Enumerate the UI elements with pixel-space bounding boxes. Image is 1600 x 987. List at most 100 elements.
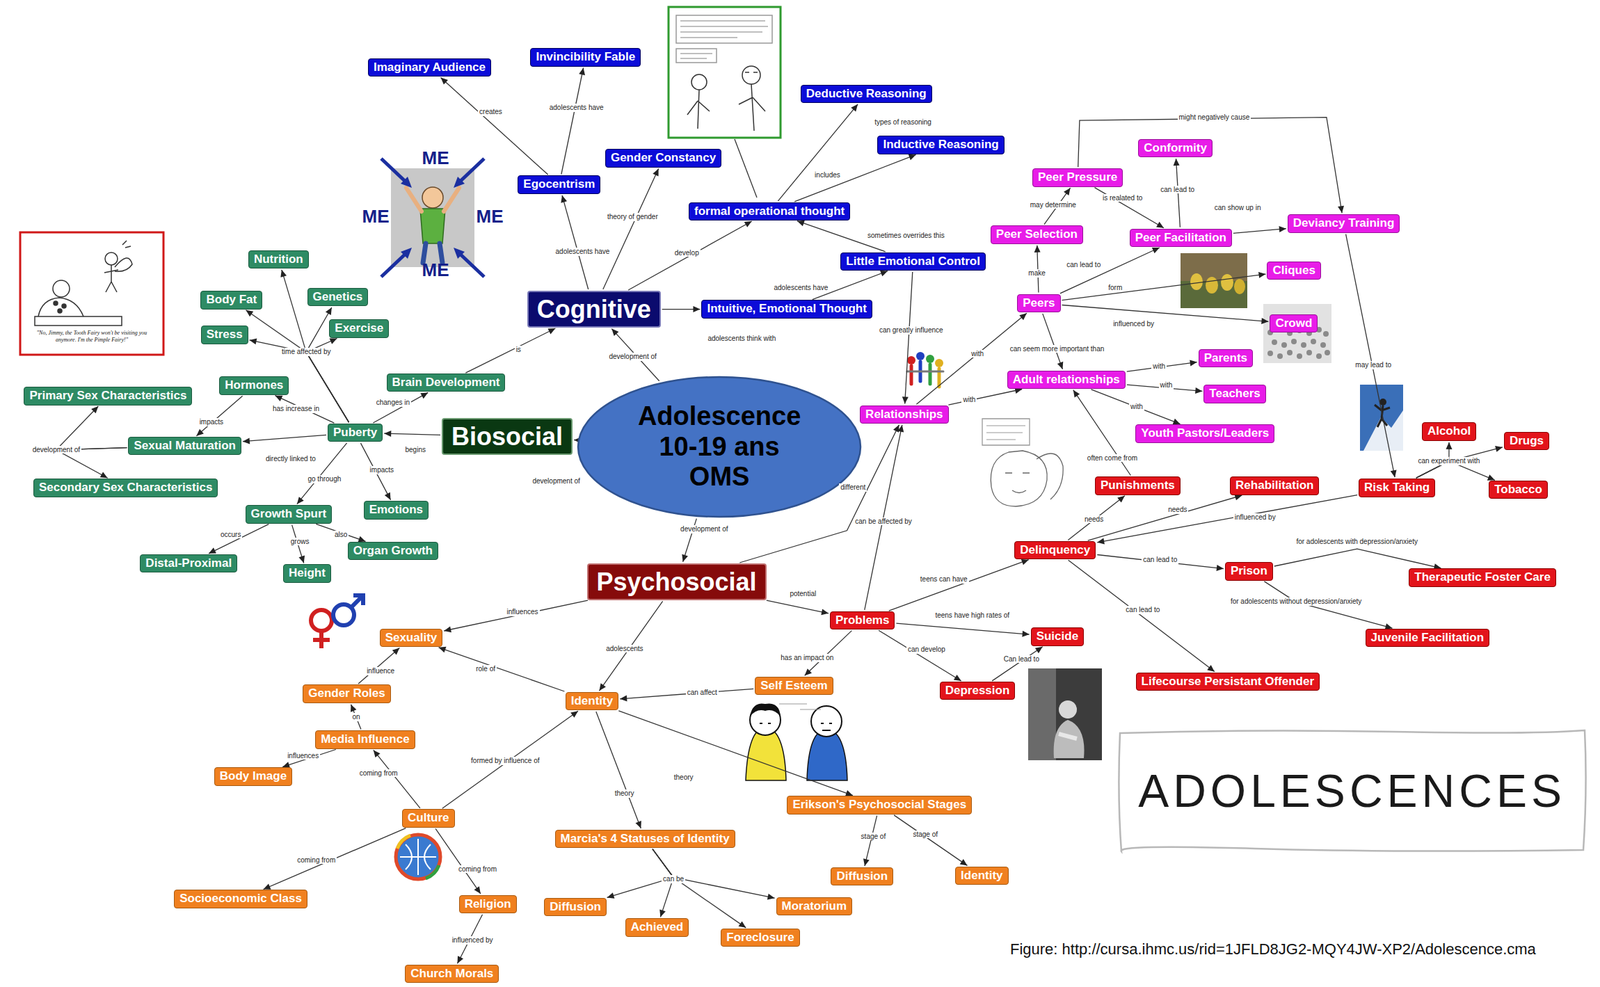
me-label: ME [362,207,390,226]
connector [652,849,775,901]
concept-box: Moratorium [776,897,853,916]
node-text: Prison [1230,564,1268,579]
connector-line [435,828,481,894]
node-text: Gender Roles [308,686,386,701]
concept-box: Depression [939,681,1016,700]
category-box: Biosocial [441,418,573,455]
me-label: ME [476,207,504,226]
people-icon-part [934,358,944,368]
arrow-head [384,492,391,501]
concept-box: Diffusion [830,867,894,886]
node-text: Invincibility Fable [535,50,636,64]
connector [1274,548,1442,570]
edge-label: development of [678,525,730,534]
arrow-head [1035,646,1043,654]
connector [372,392,428,423]
concept-box: Therapeutic Foster Care [1408,568,1557,587]
arrow-head [373,749,381,758]
adult-sketch-part [986,425,1026,440]
concept-box: Drugs [1504,432,1550,451]
connector [208,524,269,554]
climber-photo [1360,384,1404,451]
concept-box: Peer Selection [990,225,1084,244]
arrow-head [804,668,812,676]
concept-box: Conformity [1138,139,1213,158]
arrow-head [1390,469,1397,478]
node-text: Diffusion [549,900,602,915]
connector-line [1067,496,1125,541]
edge-label: with [961,395,977,405]
arrow-head [245,310,254,317]
leader-line [734,139,757,198]
connector [598,601,663,691]
pimple-fairy-cartoon-part [57,308,62,314]
connector-line [263,828,407,890]
node-text: Tobacco [1494,482,1543,497]
edge-label: theory of gender [605,212,660,222]
connector-line [596,711,642,829]
edge-label: stage of [859,832,888,842]
concept-box: Achieved [625,918,690,937]
connector-line [1091,389,1181,425]
connector [893,815,967,867]
edge-label: is realated to [1101,194,1144,203]
connector [282,749,336,768]
arrow-head [297,496,304,505]
connector-line [766,600,829,614]
arrow-head [1019,313,1027,320]
connector [794,154,917,202]
connector-line [896,623,1029,635]
egocentrism-figure-part [400,247,412,259]
node-text: Culture [407,811,450,826]
arrow-head [598,683,606,691]
edge-label: Can lead to [1002,655,1041,664]
egocentrism-figure-part [457,251,485,277]
crowd-photo-part [1271,339,1278,346]
edge-label: for adolescents without depression/anxie… [1229,597,1363,606]
concept-box: Secondary Sex Characteristics [33,478,218,497]
arrow-head [384,430,391,437]
connector [465,328,556,373]
edge-label: can greatly influence [877,326,945,335]
connector-line [878,630,962,682]
concept-box: Delinquency [1014,541,1096,560]
edge-label: influences [285,752,320,761]
connector [896,623,1029,638]
node-text: Church Morals [410,966,494,981]
connector-line [351,704,362,730]
edge-label: teens have high rates of [933,611,1011,620]
edge-label: includes [813,171,842,180]
egocentrism-figure-part [390,168,475,268]
edge-label: can seem more important than [1008,345,1107,354]
globe-icon-part [400,838,437,876]
connector [560,195,588,290]
concept-box: Lifecourse Persistant Offender [1136,672,1320,691]
connector [1062,272,1267,301]
connector-line [1062,305,1269,323]
node-text: formal operational thought [694,204,845,219]
connector-line [242,434,327,442]
concept-box: Peer Pressure [1032,168,1123,187]
edge-label: can lead to [1158,185,1196,195]
edge-label: might negatively cause [1177,113,1252,122]
connector-line [619,688,754,700]
connector-line [652,849,775,899]
edge-label: may lead to [1353,361,1393,370]
node-text: Adolescence 10-19 ans OMS [632,401,807,493]
edge-label: can be affected by [853,517,914,526]
edge-label: make [1026,269,1047,278]
edge-label: influenced by [1111,320,1156,329]
connector [1233,226,1287,234]
edge-label: influence [365,667,396,676]
node-text: Hormones [224,378,284,393]
node-text: Conformity [1143,141,1207,156]
edge-label: adolescents have [554,247,612,256]
connector-line [443,600,588,631]
pimple-fairy-cartoon-part [53,301,58,306]
ducks-photo-part [1205,276,1219,294]
edge-label: can develop [906,645,947,654]
concept-box: Inductive Reasoning [877,135,1004,154]
edge-label: can lead to [1141,555,1179,565]
egocentrism-figure-part [381,158,408,184]
node-text: Emotions [369,502,423,517]
